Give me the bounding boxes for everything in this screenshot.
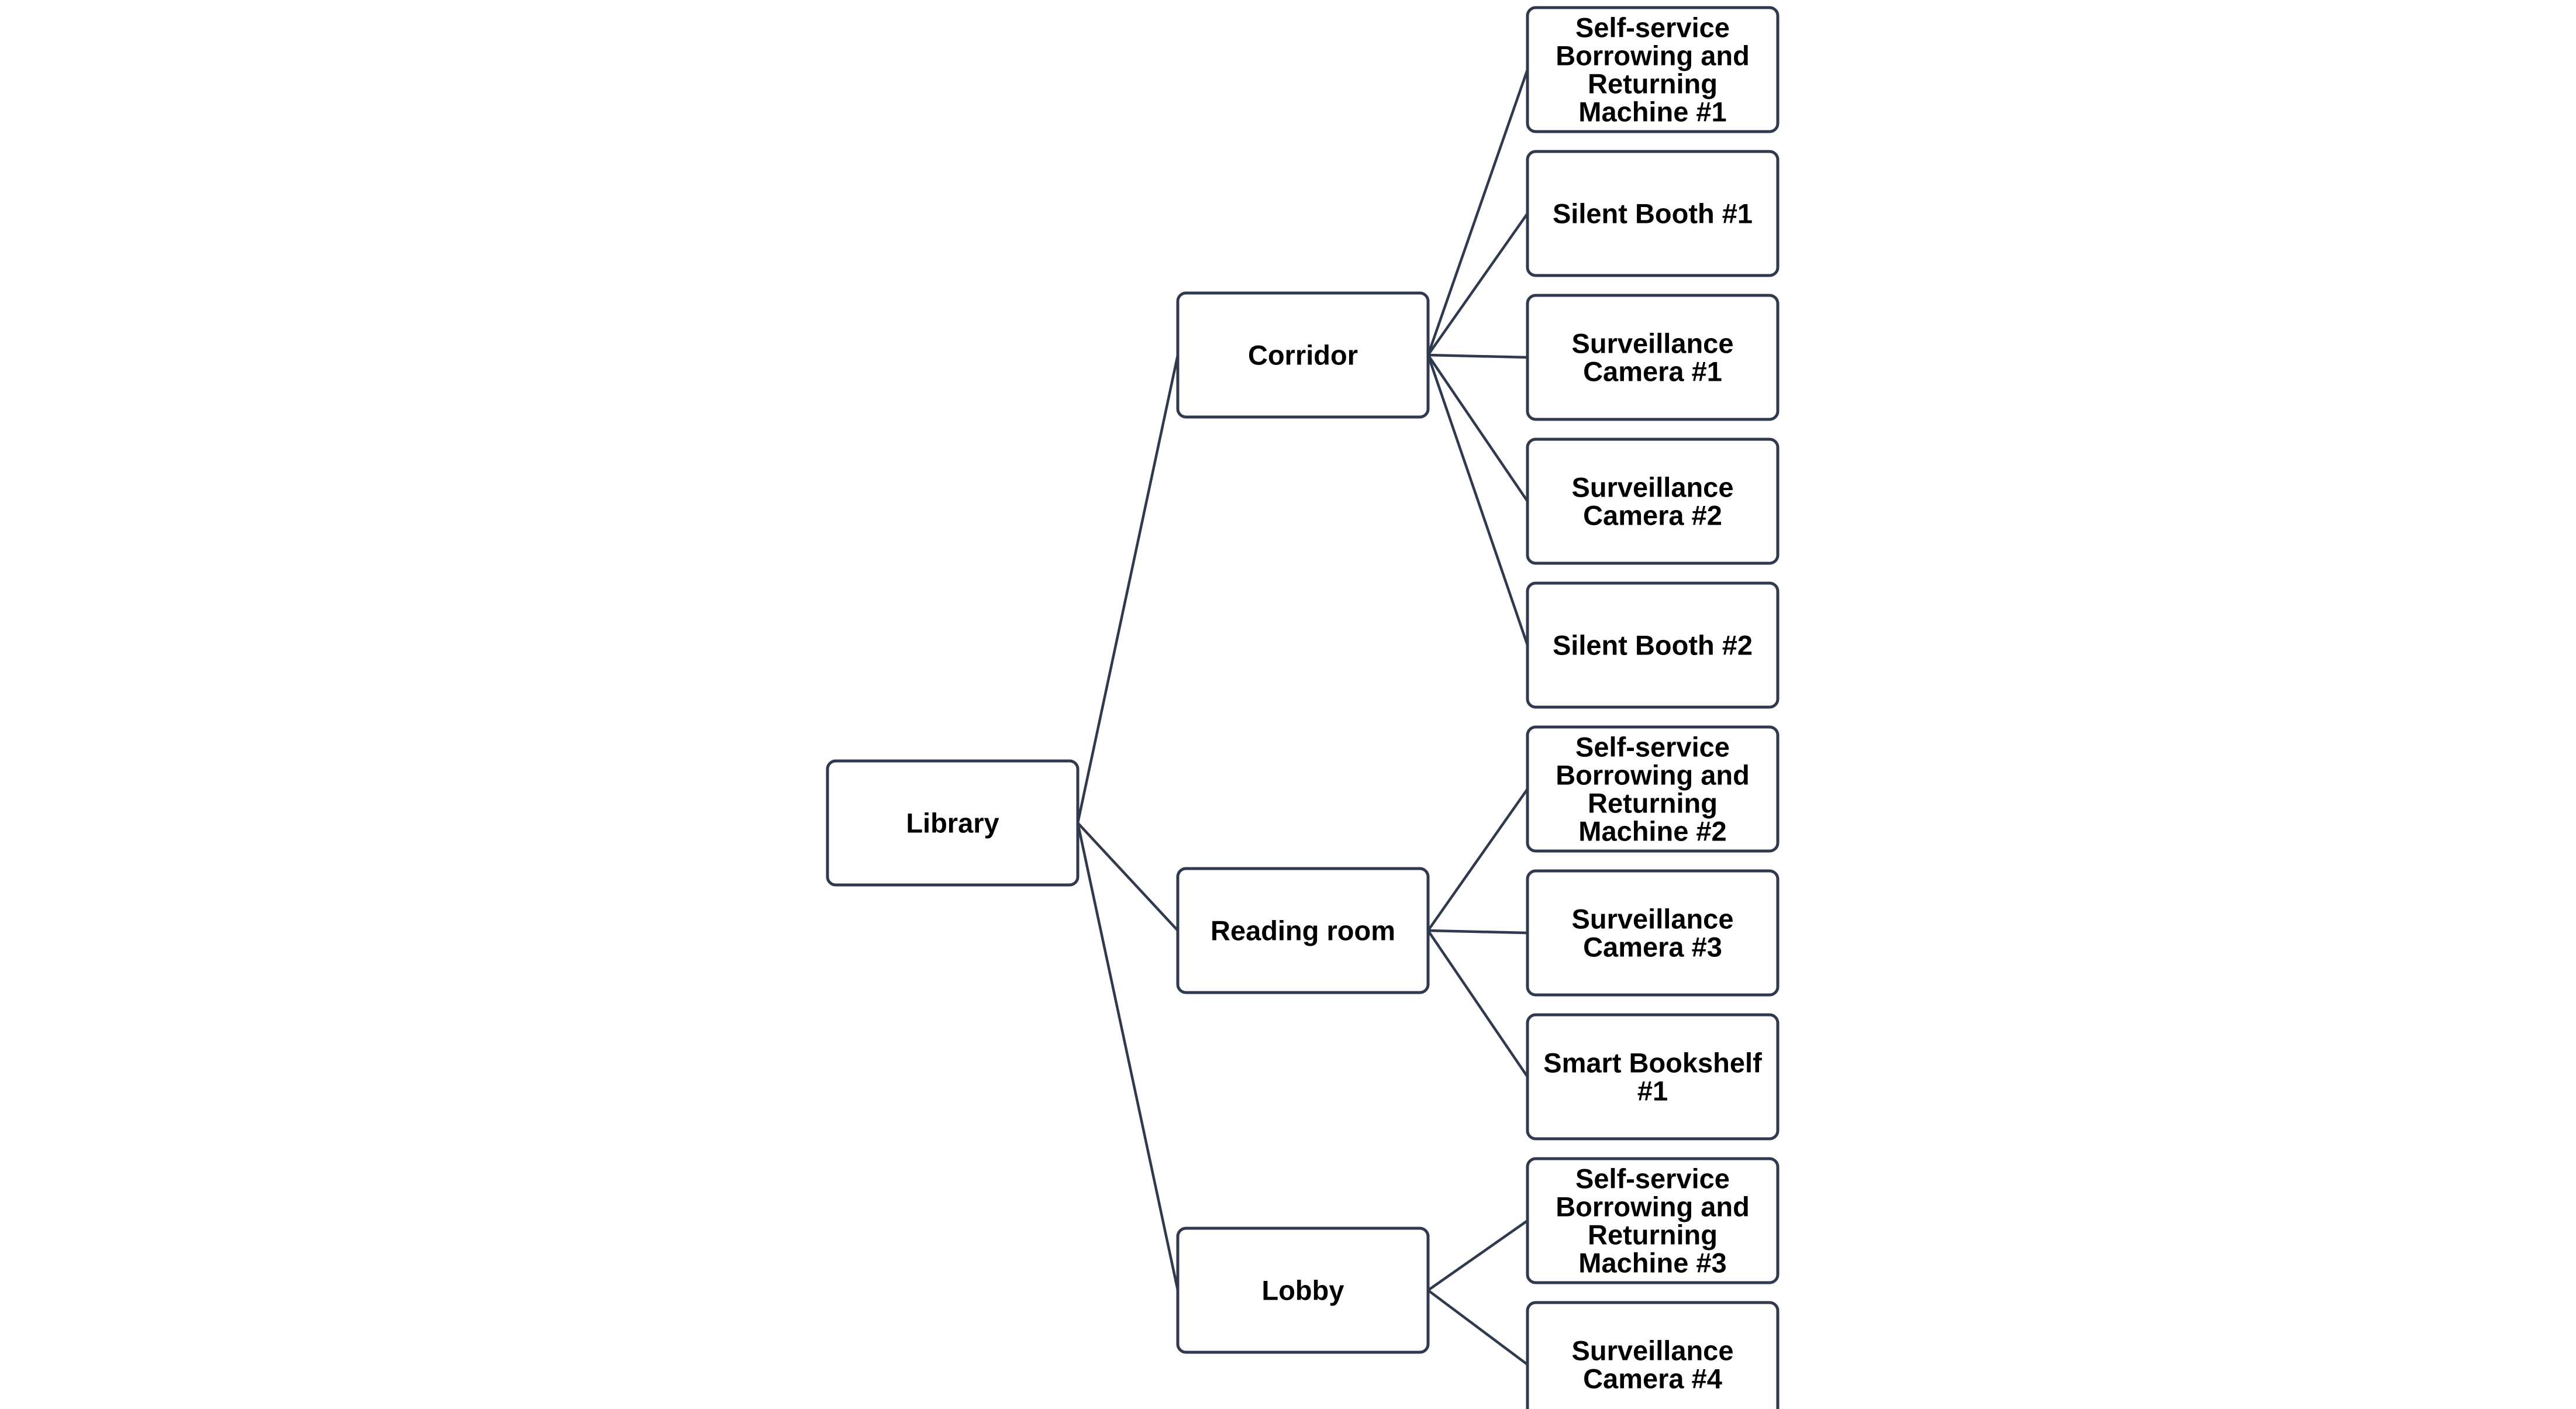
node-label-silent-booth-1: Silent Booth #1 — [1553, 198, 1753, 229]
node-box-self-service-machine-2 — [1526, 725, 1780, 853]
edge-library-to-lobby — [1076, 822, 1180, 1291]
edge-library-to-corridor — [1076, 354, 1180, 824]
node-corridor: Corridor — [1176, 291, 1430, 419]
edge-corridor-to-silent-booth-2 — [1426, 354, 1529, 646]
node-box-silent-booth-2 — [1526, 581, 1780, 709]
edge-lobby-to-self-service-machine-3 — [1427, 1219, 1529, 1291]
node-box-surveillance-camera-3 — [1526, 869, 1780, 997]
node-box-surveillance-camera-2 — [1526, 437, 1780, 565]
edges-layer — [1076, 69, 1529, 1366]
node-box-reading-room — [1176, 867, 1430, 994]
node-box-surveillance-camera-1 — [1526, 294, 1780, 421]
node-box-silent-booth-1 — [1526, 150, 1780, 277]
node-silent-booth-1: Silent Booth #1 — [1526, 150, 1780, 277]
node-box-corridor — [1176, 291, 1430, 419]
node-label-corridor: Corridor — [1248, 339, 1358, 370]
node-smart-bookshelf-1: Smart Bookshelf#1 — [1526, 1013, 1780, 1141]
node-label-silent-booth-2: Silent Booth #2 — [1553, 629, 1753, 660]
edge-corridor-to-surveillance-camera-2 — [1427, 354, 1529, 502]
node-label-reading-room: Reading room — [1211, 915, 1395, 946]
edge-corridor-to-silent-booth-1 — [1427, 212, 1529, 356]
node-silent-booth-2: Silent Booth #2 — [1526, 581, 1780, 709]
edge-lobby-to-surveillance-camera-4 — [1427, 1289, 1529, 1366]
node-lobby: Lobby — [1176, 1227, 1430, 1354]
edge-reading-room-to-surveillance-camera-3 — [1427, 929, 1528, 935]
node-library: Library — [826, 759, 1080, 887]
node-box-self-service-machine-3 — [1526, 1157, 1780, 1284]
node-box-surveillance-camera-4 — [1526, 1301, 1780, 1409]
edge-corridor-to-self-service-machine-1 — [1426, 69, 1529, 356]
node-box-lobby — [1176, 1227, 1430, 1354]
node-reading-room: Reading room — [1176, 867, 1430, 994]
node-label-library: Library — [906, 807, 999, 838]
edge-reading-room-to-smart-bookshelf-1 — [1427, 929, 1529, 1078]
edge-corridor-to-surveillance-camera-1 — [1427, 353, 1528, 359]
node-box-self-service-machine-1 — [1526, 6, 1780, 133]
node-label-lobby: Lobby — [1262, 1274, 1344, 1305]
node-label-smart-bookshelf-1: Smart Bookshelf#1 — [1543, 1047, 1762, 1106]
node-box-library — [826, 759, 1080, 887]
edge-reading-room-to-self-service-machine-2 — [1427, 788, 1529, 932]
node-box-smart-bookshelf-1 — [1526, 1013, 1780, 1141]
edge-library-to-reading-room — [1077, 822, 1179, 932]
